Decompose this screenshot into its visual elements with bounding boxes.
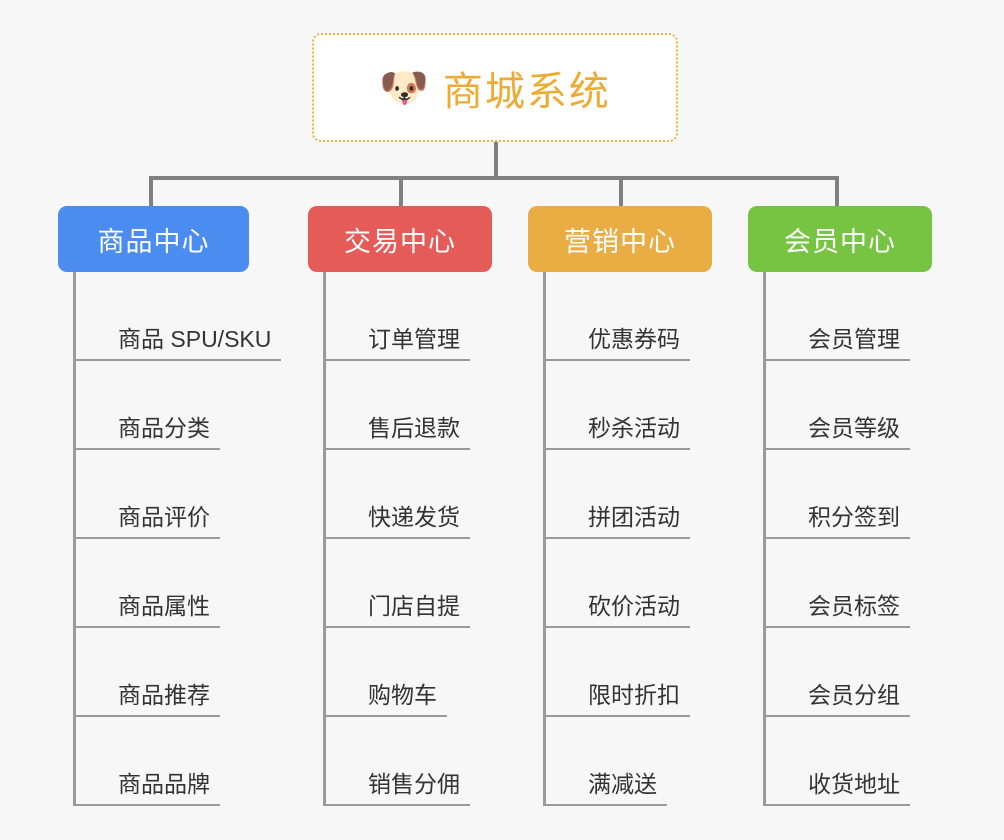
leaf-label: 砍价活动 <box>546 587 690 628</box>
category-label: 会员中心 <box>784 226 896 257</box>
leaf-label: 会员标签 <box>766 587 910 628</box>
category-column-member: 会员中心 会员管理 会员等级 积分签到 会员标签 会员分组 收货地址 <box>748 206 932 806</box>
category-label: 交易中心 <box>344 226 456 257</box>
leaf-label: 门店自提 <box>326 587 470 628</box>
dog-face-icon: 🐶 <box>379 65 429 110</box>
connector-drop-2 <box>399 176 403 208</box>
leaf-label: 商品分类 <box>76 409 220 450</box>
list-item[interactable]: 商品评价 <box>76 450 281 539</box>
leaf-label: 商品属性 <box>76 587 220 628</box>
list-item[interactable]: 会员管理 <box>766 272 932 361</box>
category-header-product[interactable]: 商品中心 <box>58 206 249 272</box>
leaf-list-trade: 订单管理 售后退款 快递发货 门店自提 购物车 销售分佣 <box>323 272 492 806</box>
category-column-product: 商品中心 商品 SPU/SKU 商品分类 商品评价 商品属性 商品推荐 商品品牌 <box>58 206 282 806</box>
leaf-label: 订单管理 <box>326 320 470 361</box>
leaf-list-marketing: 优惠券码 秒杀活动 拼团活动 砍价活动 限时折扣 满减送 <box>543 272 712 806</box>
list-item[interactable]: 拼团活动 <box>546 450 712 539</box>
list-item[interactable]: 售后退款 <box>326 361 492 450</box>
leaf-label: 满减送 <box>546 765 667 806</box>
category-header-marketing[interactable]: 营销中心 <box>528 206 712 272</box>
list-item[interactable]: 商品属性 <box>76 539 281 628</box>
leaf-list-product: 商品 SPU/SKU 商品分类 商品评价 商品属性 商品推荐 商品品牌 <box>73 272 282 806</box>
leaf-label: 商品品牌 <box>76 765 220 806</box>
leaf-label: 会员管理 <box>766 320 910 361</box>
list-item[interactable]: 收货地址 <box>766 717 932 806</box>
list-item[interactable]: 会员分组 <box>766 628 932 717</box>
leaf-label: 会员分组 <box>766 676 910 717</box>
list-item[interactable]: 购物车 <box>326 628 492 717</box>
leaf-label: 拼团活动 <box>546 498 690 539</box>
leaf-label: 秒杀活动 <box>546 409 690 450</box>
leaf-label: 限时折扣 <box>546 676 690 717</box>
category-label: 营销中心 <box>564 226 676 257</box>
list-item[interactable]: 限时折扣 <box>546 628 712 717</box>
list-item[interactable]: 快递发货 <box>326 450 492 539</box>
root-node[interactable]: 🐶 商城系统 <box>312 33 678 142</box>
list-item[interactable]: 满减送 <box>546 717 712 806</box>
list-item[interactable]: 会员标签 <box>766 539 932 628</box>
connector-drop-1 <box>149 176 153 208</box>
connector-drop-4 <box>835 176 839 208</box>
category-header-member[interactable]: 会员中心 <box>748 206 932 272</box>
leaf-list-member: 会员管理 会员等级 积分签到 会员标签 会员分组 收货地址 <box>763 272 932 806</box>
connector-stem <box>494 142 498 179</box>
leaf-label: 快递发货 <box>326 498 470 539</box>
leaf-label: 优惠券码 <box>546 320 690 361</box>
leaf-label: 购物车 <box>326 676 447 717</box>
leaf-label: 售后退款 <box>326 409 470 450</box>
connector-bus <box>149 176 839 180</box>
list-item[interactable]: 商品 SPU/SKU <box>75 272 282 361</box>
category-column-trade: 交易中心 订单管理 售后退款 快递发货 门店自提 购物车 销售分佣 <box>308 206 492 806</box>
list-item[interactable]: 商品品牌 <box>76 717 281 806</box>
category-column-marketing: 营销中心 优惠券码 秒杀活动 拼团活动 砍价活动 限时折扣 满减送 <box>528 206 712 806</box>
list-item[interactable]: 销售分佣 <box>326 717 492 806</box>
leaf-label: 商品 SPU/SKU <box>75 320 282 361</box>
leaf-label: 会员等级 <box>766 409 910 450</box>
leaf-label: 积分签到 <box>766 498 910 539</box>
list-item[interactable]: 优惠券码 <box>546 272 712 361</box>
leaf-label: 收货地址 <box>766 765 910 806</box>
leaf-label: 商品推荐 <box>76 676 220 717</box>
list-item[interactable]: 会员等级 <box>766 361 932 450</box>
root-title: 商城系统 <box>442 69 611 114</box>
list-item[interactable]: 秒杀活动 <box>546 361 712 450</box>
connector-drop-3 <box>619 176 623 208</box>
list-item[interactable]: 积分签到 <box>766 450 932 539</box>
category-header-trade[interactable]: 交易中心 <box>308 206 492 272</box>
category-label: 商品中心 <box>97 226 210 257</box>
list-item[interactable]: 商品分类 <box>76 361 281 450</box>
list-item[interactable]: 砍价活动 <box>546 539 712 628</box>
list-item[interactable]: 订单管理 <box>326 272 492 361</box>
leaf-label: 商品评价 <box>76 498 220 539</box>
list-item[interactable]: 商品推荐 <box>76 628 281 717</box>
leaf-label: 销售分佣 <box>326 765 470 806</box>
list-item[interactable]: 门店自提 <box>326 539 492 628</box>
